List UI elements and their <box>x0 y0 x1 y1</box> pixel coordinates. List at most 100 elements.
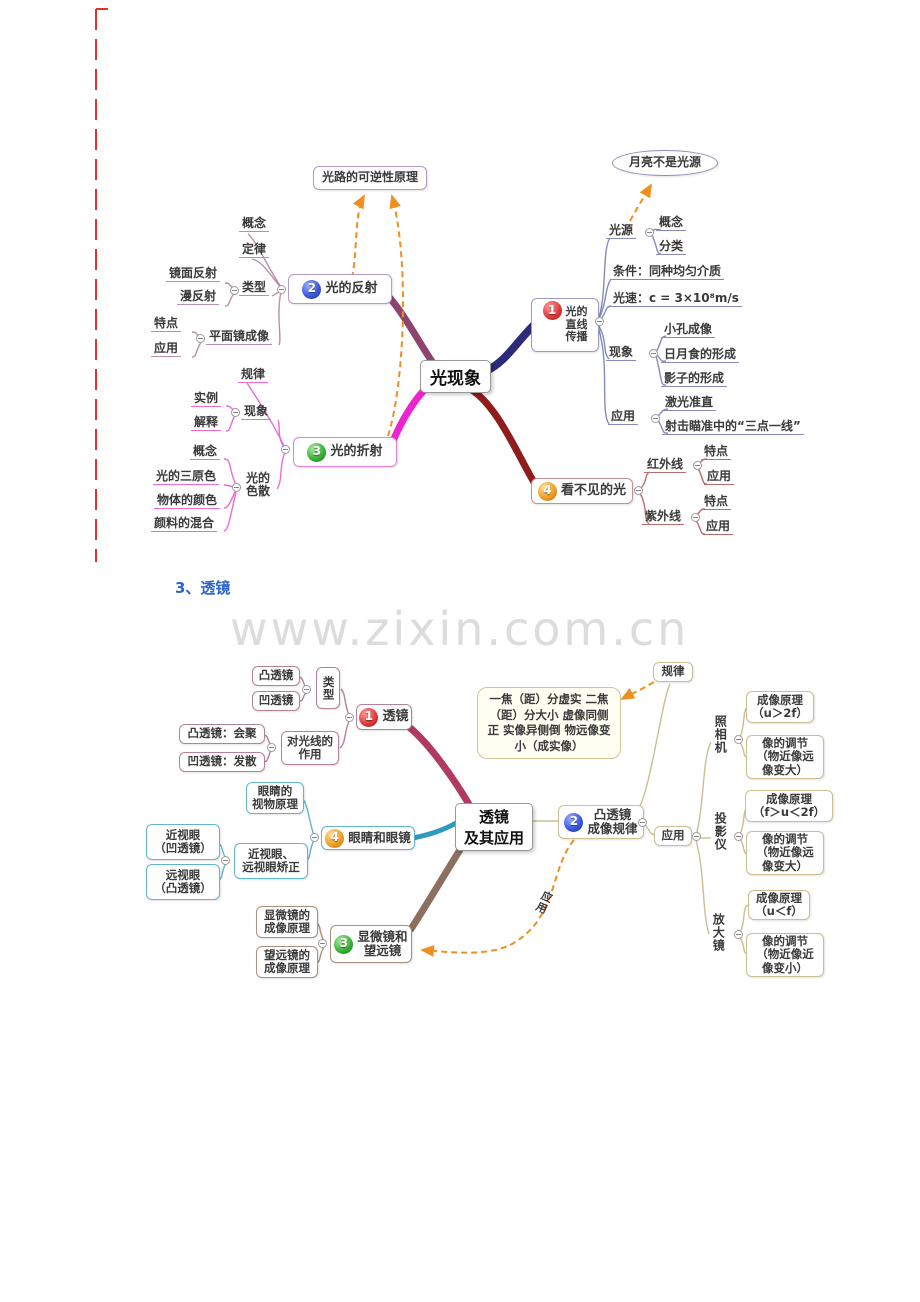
map1-branch3-node: 3 光的折射 <box>293 437 397 467</box>
map2-branch2-title: 凸透镜 成像规律 <box>587 806 638 836</box>
node-light-source-concept: 概念 <box>656 215 687 232</box>
node-magnifier-adjust: 像的调节 （物近像近 像变小） <box>746 933 824 977</box>
node-specular-reflection: 镜面反射 <box>166 266 221 283</box>
map2-branch4-node: 4 眼睛和眼镜 <box>321 826 415 850</box>
collapse-handle[interactable] <box>310 833 319 842</box>
collapse-handle[interactable] <box>595 317 604 326</box>
map1-orange-dashed-arrows <box>351 183 653 437</box>
collapse-handle[interactable] <box>634 486 643 495</box>
node-refraction-explain: 解释 <box>191 415 222 432</box>
collapse-handle[interactable] <box>649 349 658 358</box>
branch1-title: 光的 直线 传播 <box>565 305 588 344</box>
map2-branch3-node: 3 显微镜和 望远镜 <box>330 925 412 963</box>
node-light-dispersion: 光的 色散 <box>246 471 271 499</box>
branch4-title: 看不见的光 <box>560 482 626 498</box>
node-mirror-application: 应用 <box>151 341 182 358</box>
node-lens-type: 类型 <box>316 667 340 709</box>
node-pinhole-imaging: 小孔成像 <box>661 322 716 339</box>
collapse-handle[interactable] <box>232 483 241 492</box>
collapse-handle[interactable] <box>345 713 354 722</box>
collapse-handle[interactable] <box>734 930 743 939</box>
map2-branch2-number-sphere: 2 <box>564 812 584 832</box>
node-plane-mirror-imaging: 平面镜成像 <box>206 329 273 346</box>
node-magnifier-principle: 成像原理 （u＜f） <box>748 890 810 920</box>
collapse-handle[interactable] <box>231 408 240 417</box>
map2-branch1-node: 1 透镜 <box>356 704 412 730</box>
node-light-speed: 光速：c = 3×10⁸m/s <box>610 291 742 308</box>
map2-branch4-number-sphere: 4 <box>325 828 345 848</box>
map2-branch4-title: 眼睛和眼镜 <box>348 829 411 845</box>
node-shadow-formation: 影子的形成 <box>661 371 728 388</box>
branch2-number-sphere: 2 <box>302 279 322 299</box>
node-reflection-law: 定律 <box>239 242 270 259</box>
node-object-color: 物体的颜色 <box>154 493 221 510</box>
node-reflection-type: 类型 <box>239 280 270 297</box>
node-pigment-mixing: 颜料的混合 <box>151 516 218 533</box>
map1-branch1-connectors <box>597 228 669 434</box>
node-concave-diverge: 凹透镜：发散 <box>179 752 265 772</box>
node-condition: 条件：同种均匀介质 <box>610 264 725 281</box>
map1-reversibility-note: 光路的可逆性原理 <box>313 166 427 190</box>
node-refraction-phenomena: 现象 <box>241 404 272 421</box>
node-camera-principle: 成像原理 （u＞2f） <box>746 691 814 723</box>
map2-branch1-title: 透镜 <box>382 708 409 724</box>
node-reflection-concept: 概念 <box>239 216 270 233</box>
collapse-handle[interactable] <box>281 445 290 454</box>
collapse-handle[interactable] <box>734 832 743 841</box>
node-infrared-app: 应用 <box>704 469 735 486</box>
collapse-handle[interactable] <box>267 743 276 752</box>
collapse-handle[interactable] <box>651 414 660 423</box>
node-three-primaries: 光的三原色 <box>153 469 220 486</box>
node-magnifier: 放大镜 <box>711 913 726 952</box>
node-shooting-aim: 射击瞄准中的“三点一线” <box>662 419 804 436</box>
node-infrared: 红外线 <box>644 457 687 474</box>
node-camera: 照相机 <box>713 715 728 754</box>
collapse-handle[interactable] <box>221 856 230 865</box>
node-ultraviolet-feature: 特点 <box>701 494 732 511</box>
node-camera-adjust: 像的调节 （物近像远 像变大） <box>746 735 824 779</box>
collapse-handle[interactable] <box>691 513 700 522</box>
node-eye-vision-principle: 眼睛的 视物原理 <box>246 782 304 814</box>
node-projector: 投影仪 <box>713 812 728 851</box>
collapse-handle[interactable] <box>638 818 647 827</box>
node-refraction-example: 实例 <box>191 391 222 408</box>
collapse-handle[interactable] <box>734 735 743 744</box>
map2-center-node: 透镜 及其应用 <box>455 803 534 851</box>
node-mirror-feature: 特点 <box>151 316 182 333</box>
node-ultraviolet: 紫外线 <box>642 509 685 526</box>
collapse-handle[interactable] <box>692 832 701 841</box>
node-microscope-principle: 显微镜的 成像原理 <box>256 906 318 938</box>
node-projector-adjust: 像的调节 （物近像远 像变大） <box>746 831 824 875</box>
collapse-handle[interactable] <box>302 685 311 694</box>
collapse-handle[interactable] <box>318 939 327 948</box>
map2-branch3-number-sphere: 3 <box>334 934 354 954</box>
node-light-source-classify: 分类 <box>656 239 687 256</box>
node-vision-correction: 近视眼、 远视眼矫正 <box>234 843 308 879</box>
collapse-handle[interactable] <box>230 286 239 295</box>
node-diffuse-reflection: 漫反射 <box>177 289 220 306</box>
map1-branch2-node: 2 光的反射 <box>288 274 392 304</box>
node-projector-principle: 成像原理 （f＞u＜2f） <box>745 790 833 822</box>
branch4-number-sphere: 4 <box>537 481 557 501</box>
collapse-handle[interactable] <box>693 461 702 470</box>
node-hyperopia: 远视眼 （凸透镜） <box>146 864 220 900</box>
collapse-handle[interactable] <box>645 228 654 237</box>
node-refraction-law: 规律 <box>238 367 269 384</box>
branch2-title: 光的反射 <box>325 280 378 296</box>
node-myopia: 近视眼 （凹透镜） <box>146 824 220 860</box>
collapse-handle[interactable] <box>196 334 205 343</box>
node-light-source: 光源 <box>606 223 637 240</box>
imaging-rules-note: 一焦（距）分虚实 二焦（距）分大小 虚像同侧正 实像异侧倒 物远像变小（成实像） <box>477 687 621 760</box>
section-heading: 3、透镜 <box>175 579 231 597</box>
node-laser-alignment: 激光准直 <box>662 395 717 412</box>
node-dispersion-concept: 概念 <box>190 444 221 461</box>
node-eclipse-formation: 日月食的形成 <box>661 347 740 364</box>
node-phenomena: 现象 <box>606 345 637 362</box>
map1-moon-note: 月亮不是光源 <box>612 150 718 176</box>
branch3-title: 光的折射 <box>330 443 383 459</box>
collapse-handle[interactable] <box>277 285 286 294</box>
left-margin-red-marks <box>95 8 108 562</box>
branch3-number-sphere: 3 <box>307 442 327 462</box>
node-convex-converge: 凸透镜：会聚 <box>179 724 265 744</box>
